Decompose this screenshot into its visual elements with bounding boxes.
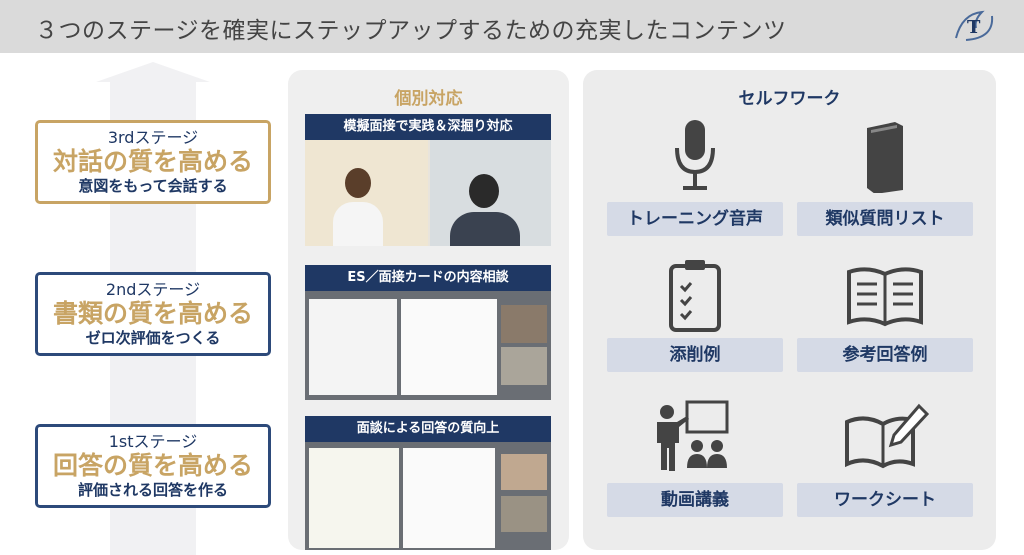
stage-sub: 意図をもって会話する xyxy=(78,177,228,195)
stage-3rd: 3rdステージ 対話の質を高める 意図をもって会話する xyxy=(35,120,271,204)
stage-1st: 1stステージ 回答の質を高める 評価される回答を作る xyxy=(35,424,271,508)
card-caption: ES／面接カードの内容相談 xyxy=(305,265,551,291)
book-icon xyxy=(835,118,935,194)
lecture-icon xyxy=(645,398,745,473)
selfwork-item-question-list: 類似質問リスト xyxy=(797,202,973,236)
selfwork-panel: セルフワーク トレーニング音声 類似質問リスト 添削例 参考回答例 動画講義 ワ… xyxy=(583,70,996,550)
header-bar xyxy=(0,0,1024,53)
stage-level: 3rdステージ xyxy=(107,128,199,147)
stage-level: 2ndステージ xyxy=(105,280,201,299)
document-screen-photo xyxy=(305,442,551,550)
worksheet-pen-icon xyxy=(835,398,935,473)
selfwork-item-video-lecture: 動画講義 xyxy=(607,483,783,517)
selfwork-title: セルフワーク xyxy=(738,89,841,109)
document-screen-photo xyxy=(305,291,551,400)
selfwork-item-worksheet: ワークシート xyxy=(797,483,973,517)
card-mock-interview: 模擬面接で実践＆深掘り対応 xyxy=(305,114,551,246)
page-title: ３つのステージを確実にステップアップするための充実したコンテンツ xyxy=(35,18,787,44)
stage-main: 回答の質を高める xyxy=(52,451,253,480)
card-es-consult: ES／面接カードの内容相談 xyxy=(305,265,551,400)
card-caption: 模擬面接で実践＆深掘り対応 xyxy=(305,114,551,140)
logo: T xyxy=(952,8,996,48)
stage-main: 書類の質を高める xyxy=(52,299,253,328)
selfwork-item-correction-examples: 添削例 xyxy=(607,338,783,372)
card-answer-quality: 面談による回答の質向上 xyxy=(305,416,551,550)
open-book-icon xyxy=(835,258,935,333)
selfwork-item-reference-answers: 参考回答例 xyxy=(797,338,973,372)
card-caption: 面談による回答の質向上 xyxy=(305,416,551,442)
svg-text:T: T xyxy=(967,17,981,38)
microphone-icon xyxy=(645,118,745,193)
stage-2nd: 2ndステージ 書類の質を高める ゼロ次評価をつくる xyxy=(35,272,271,356)
stage-sub: 評価される回答を作る xyxy=(77,481,228,499)
stage-main: 対話の質を高める xyxy=(52,147,253,176)
individual-panel: 個別対応 模擬面接で実践＆深掘り対応 ES／面接カードの内容相談 面談による回答… xyxy=(288,70,569,550)
video-call-photo xyxy=(305,140,551,246)
selfwork-item-training-audio: トレーニング音声 xyxy=(607,202,783,236)
stage-level: 1stステージ xyxy=(108,432,198,451)
clipboard-checklist-icon xyxy=(645,258,745,333)
arrow-head xyxy=(96,62,210,82)
individual-title: 個別対応 xyxy=(394,89,463,109)
stage-sub: ゼロ次評価をつくる xyxy=(85,329,221,347)
